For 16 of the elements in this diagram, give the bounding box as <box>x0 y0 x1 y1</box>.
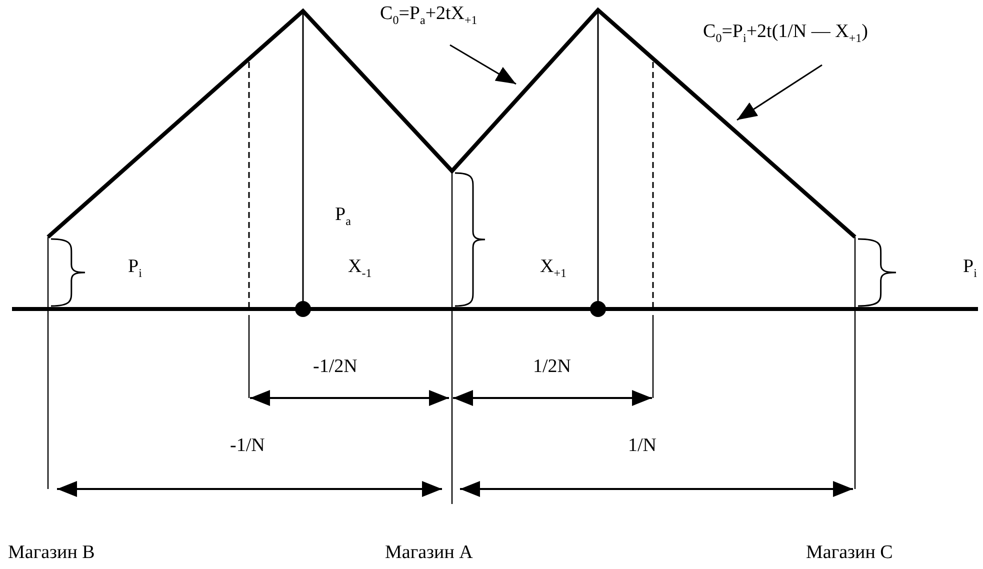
formula-label: C$_{0}$=P$_{i}$+2t(1/N — X$_{+1}$) <box>703 22 868 45</box>
dimension-label: -1/N <box>230 436 265 457</box>
axis-label: X$_{-1}$ <box>348 257 372 280</box>
axis-label: P$_{i}$ <box>963 257 977 280</box>
store-label: Магазин B <box>8 543 95 564</box>
leader-arrow <box>450 44 516 85</box>
axis-label: P$_{i}$ <box>128 257 142 280</box>
axis-label: P$_{a}$ <box>335 205 351 228</box>
store-label: Магазин C <box>806 543 893 564</box>
dimension-label: 1/2N <box>533 357 571 378</box>
dimension-label: 1/N <box>628 436 656 457</box>
formula-label: C$_{0}$=P$_{a}$+2tX$_{+1}$ <box>380 4 478 27</box>
dimension-label: -1/2N <box>313 357 358 378</box>
leader-arrow <box>736 64 822 121</box>
axis-label: X$_{+1}$ <box>540 257 567 280</box>
store-label: Магазин A <box>385 543 473 564</box>
